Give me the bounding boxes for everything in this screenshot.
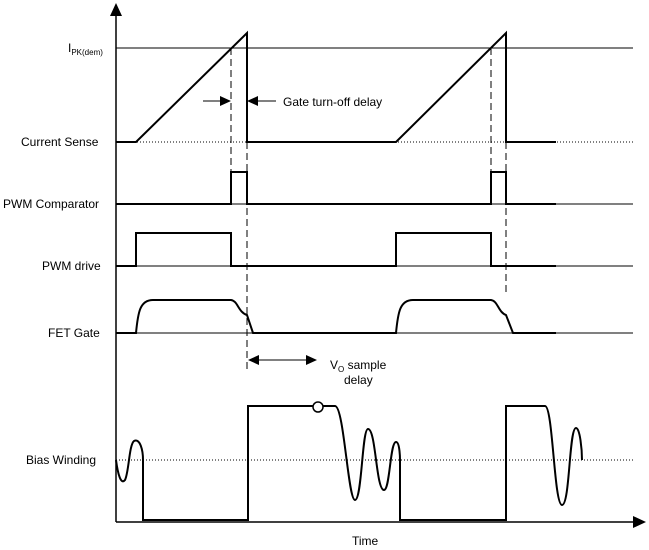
label-bias-winding: Bias Winding (26, 453, 96, 467)
annotation-vo-sample-line2: delay (344, 373, 373, 387)
label-pwm-drive: PWM drive (42, 259, 101, 273)
fet-gate-waveform (116, 299, 556, 334)
annotation-gate-turnoff-delay: Gate turn-off delay (283, 95, 382, 109)
label-fet-gate: FET Gate (48, 326, 100, 340)
label-pwm-comparator: PWM Comparator (3, 197, 99, 211)
label-time-axis: Time (352, 534, 379, 548)
label-current-sense: Current Sense (21, 135, 99, 149)
annotation-vo-sample-line1: VO sample (330, 358, 387, 374)
turnoff-delay-arrow-left-head (220, 96, 231, 106)
vo-sample-delay-arrow-left-head (248, 355, 259, 365)
pwm-comparator-waveform (116, 171, 556, 205)
bias-winding-waveform (115, 405, 583, 521)
label-ipk: IPK(dem) (68, 41, 103, 57)
x-axis-arrowhead (633, 516, 646, 528)
current-sense-waveform (116, 30, 556, 143)
turnoff-delay-arrow-right-head (247, 96, 258, 106)
vo-sample-point-marker (312, 401, 324, 413)
vo-sample-delay-arrow-right-head (306, 355, 317, 365)
y-axis-arrowhead (110, 3, 122, 16)
pwm-drive-waveform (116, 232, 556, 267)
